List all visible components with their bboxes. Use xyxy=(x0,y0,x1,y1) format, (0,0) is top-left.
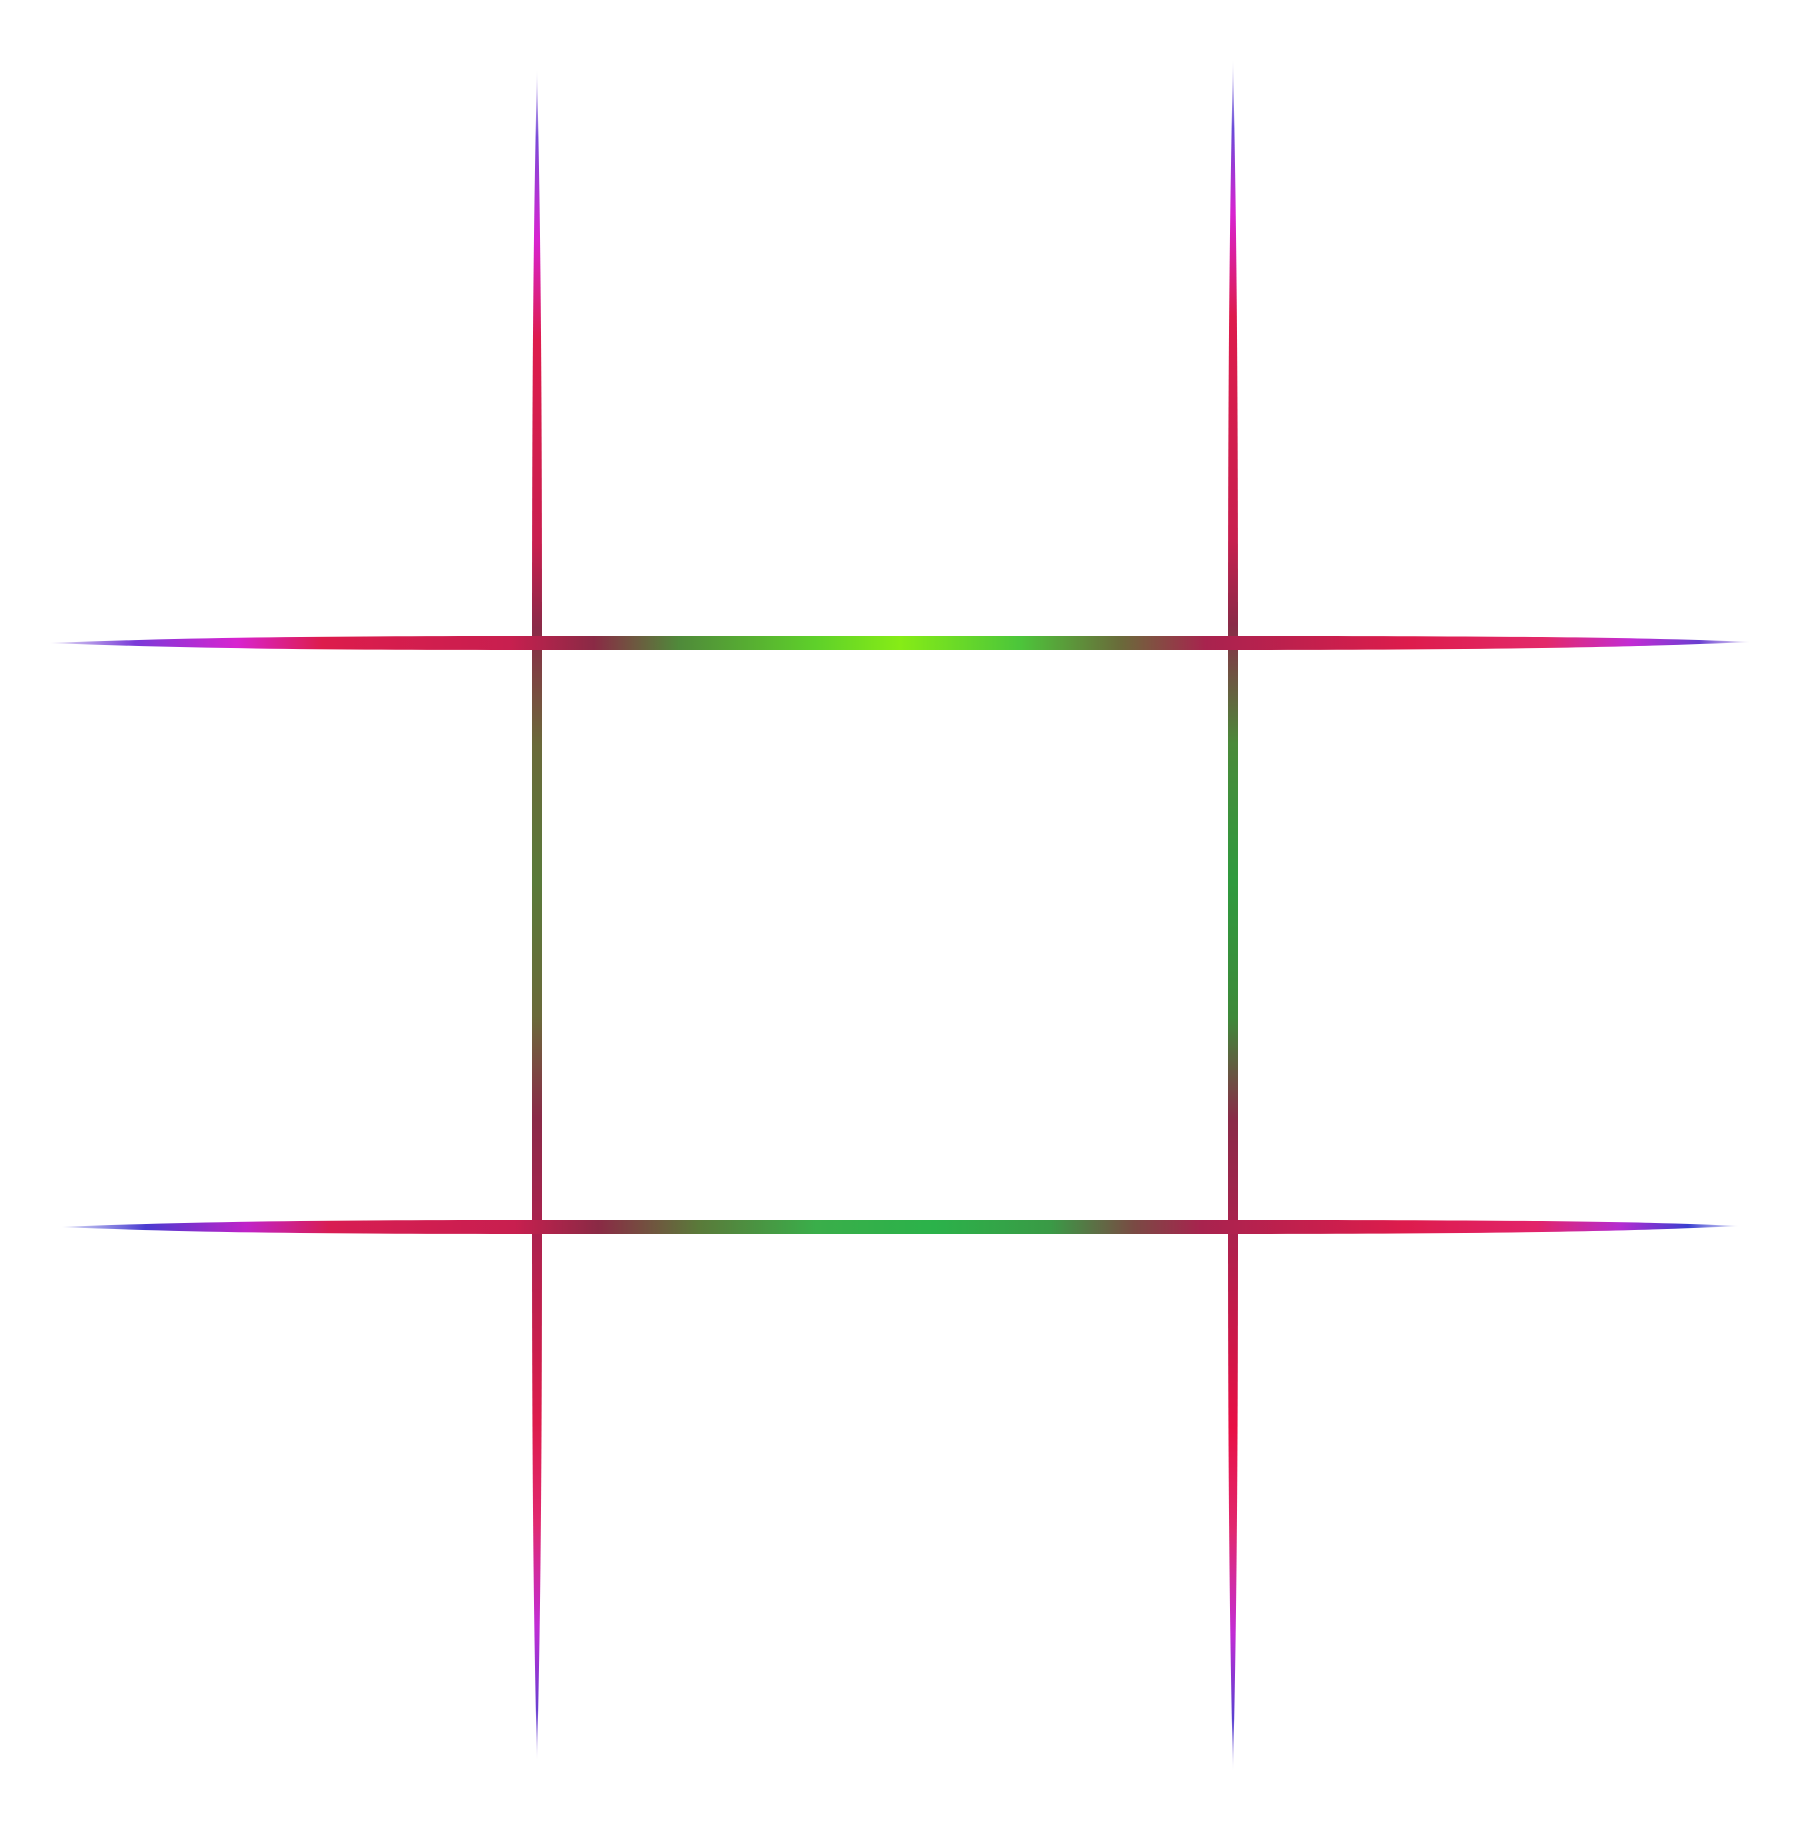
cell-r3-c1[interactable] xyxy=(60,1234,530,1764)
grid-line-vertical-left xyxy=(532,70,542,1760)
cell-r2-c2[interactable] xyxy=(544,646,1226,1218)
cell-r1-c2[interactable] xyxy=(544,70,1226,630)
grid-line-horizontal-top xyxy=(50,636,1750,650)
cell-r3-c2[interactable] xyxy=(544,1234,1226,1764)
grid-line-vertical-right xyxy=(1228,60,1238,1770)
board-cells xyxy=(60,70,1740,1764)
cell-r2-c3[interactable] xyxy=(1240,646,1740,1218)
cell-r3-c3[interactable] xyxy=(1240,1234,1740,1764)
cell-r1-c1[interactable] xyxy=(60,70,530,630)
grid-lines xyxy=(50,60,1750,1770)
cell-r1-c3[interactable] xyxy=(1240,70,1740,630)
cell-r2-c1[interactable] xyxy=(60,646,530,1218)
grid-line-horizontal-bottom xyxy=(62,1220,1738,1234)
